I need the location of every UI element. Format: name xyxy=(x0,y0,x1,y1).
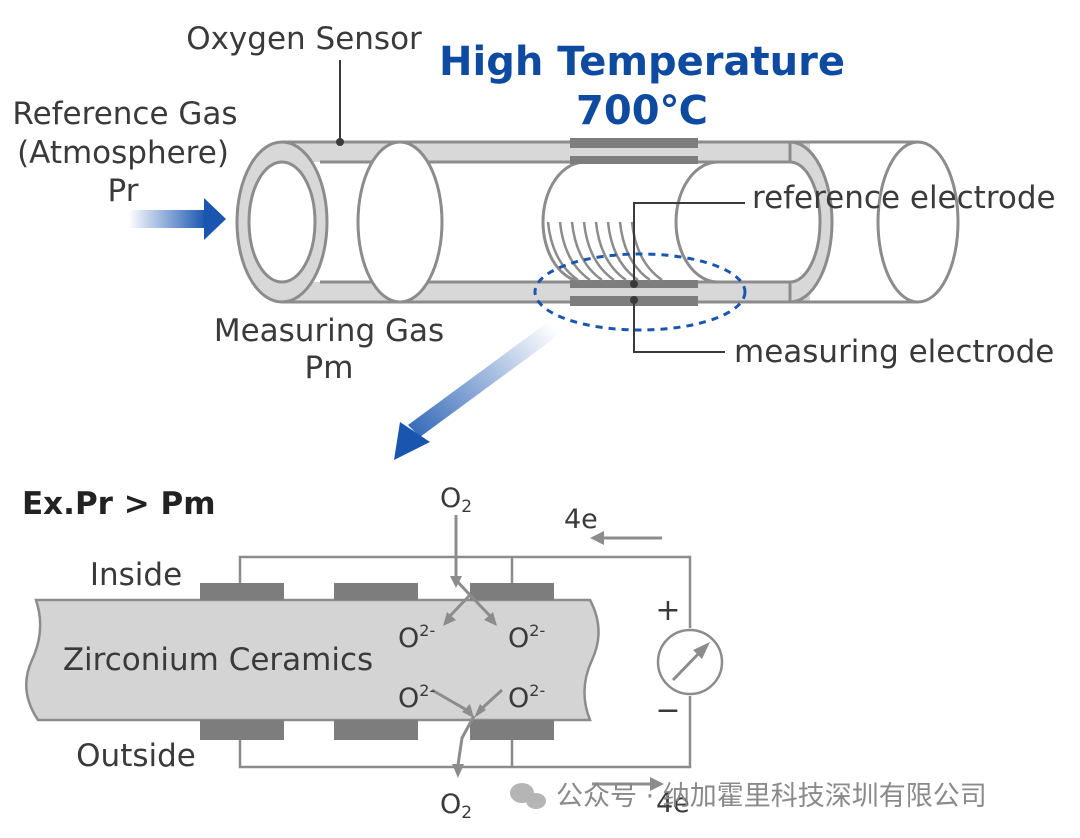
gas-flow-arrow-head xyxy=(204,198,226,240)
material-label: Zirconium Ceramics xyxy=(63,642,373,678)
electrode-wire-coil xyxy=(546,221,663,282)
inside-electrode-1 xyxy=(200,583,284,600)
oxygen-sensor-label: Oxygen Sensor xyxy=(186,21,422,57)
temperature-title: High Temperature xyxy=(439,39,845,85)
outside-electrode-1 xyxy=(200,720,284,740)
leader-dot xyxy=(336,138,344,146)
outside-electrode-3 xyxy=(470,720,554,740)
circuit-wires xyxy=(238,555,692,769)
outside-electrode-2 xyxy=(334,720,418,740)
wechat-icon xyxy=(510,783,546,809)
electron-label-top: 4e xyxy=(564,504,598,535)
gas-flow-arrow-shaft xyxy=(128,210,206,228)
temperature-value: 700℃ xyxy=(576,88,708,134)
tube-electrode-top-inner xyxy=(570,156,698,164)
inner-section-2 xyxy=(541,160,586,284)
negative-terminal: − xyxy=(655,693,680,728)
inner-section-1 xyxy=(356,140,444,304)
voltmeter-needle-tip xyxy=(693,642,710,659)
oxide-ion-3: O2- xyxy=(398,681,435,714)
measuring-gas-label: Measuring Gas xyxy=(214,313,444,349)
reference-electrode-label: reference electrode xyxy=(752,180,1056,216)
measuring-electrode-label: measuring electrode xyxy=(734,334,1054,370)
condition-label: Ex.Pr > Pm xyxy=(22,486,216,522)
reference-gas-sublabel: (Atmosphere) xyxy=(17,135,229,171)
zoom-highlight xyxy=(533,252,747,332)
watermark-text: 公众号 · 纳加霍里科技深圳有限公司 xyxy=(556,781,987,812)
outside-label: Outside xyxy=(76,738,196,774)
tube-wall-top xyxy=(282,142,810,162)
o2-gas-top: O2 xyxy=(440,483,472,517)
electron-label-bottom: 4e xyxy=(656,788,690,819)
electron-arrow-top-head xyxy=(590,531,604,545)
zoom-arrow-head xyxy=(394,422,430,460)
reference-gas-label: Reference Gas xyxy=(12,96,237,132)
inside-label: Inside xyxy=(90,557,182,593)
reference-gas-symbol: Pr xyxy=(108,173,139,209)
zirconium-ceramic-body xyxy=(25,598,600,722)
leader-dot xyxy=(630,296,638,304)
tube-electrode-top xyxy=(570,138,698,148)
oxide-ion-4: O2- xyxy=(508,681,545,714)
positive-terminal: + xyxy=(655,593,680,628)
inside-electrode-2 xyxy=(334,583,418,600)
oxide-ion-2: O2- xyxy=(508,621,545,654)
tube-outer-end xyxy=(876,140,960,304)
inner-section-3 xyxy=(674,160,719,284)
measuring-gas-symbol: Pm xyxy=(305,350,354,386)
zoom-arrow-shaft xyxy=(408,322,560,437)
inside-electrode-3 xyxy=(470,583,554,600)
tube-left-hole xyxy=(247,160,317,284)
oxide-ion-1: O2- xyxy=(398,621,435,654)
leader-dot xyxy=(630,280,638,288)
oxygen-flow-arrowheads xyxy=(443,576,497,778)
electron-arrow-bottom-head xyxy=(650,777,664,791)
o2-gas-bottom: O2 xyxy=(440,789,472,823)
tube-wall-bottom xyxy=(282,282,810,302)
leader-lines xyxy=(339,60,745,353)
